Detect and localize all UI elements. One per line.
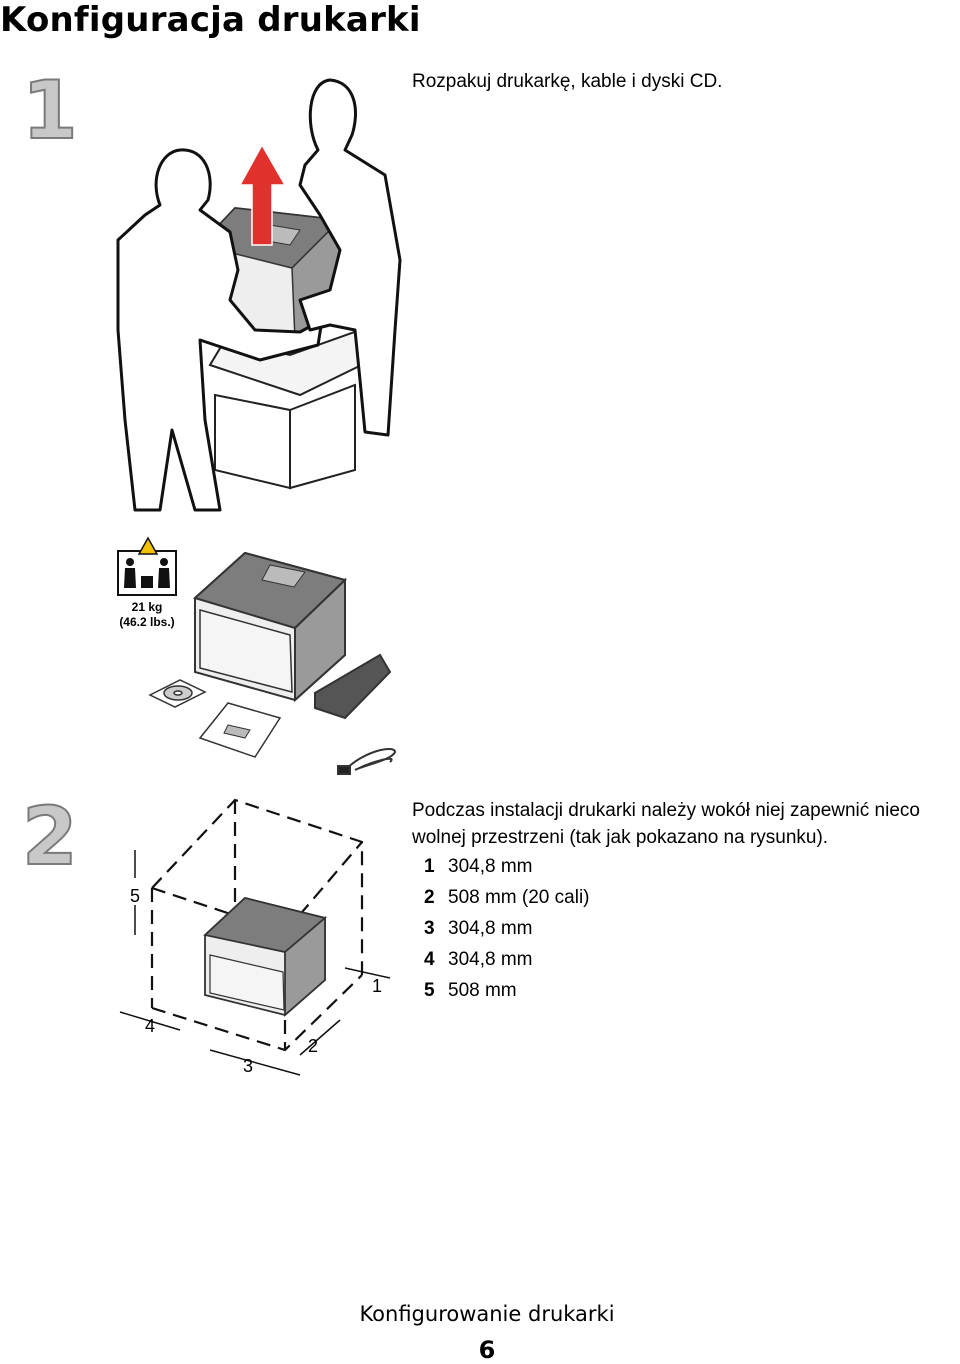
- setup-sheet-icon: [198, 702, 282, 758]
- shipping-box: [208, 328, 384, 490]
- dim-label-2: 2: [308, 1036, 318, 1056]
- step-number-1: 1: [21, 63, 79, 158]
- person-left: [116, 148, 324, 512]
- weight-kg: 21 kg: [131, 600, 163, 614]
- dim-label-4: 4: [145, 1016, 155, 1036]
- page-title: Konfiguracja drukarki: [0, 0, 421, 40]
- step-2-text: Podczas instalacji drukarki należy wokół…: [412, 800, 920, 848]
- printer-contents: [193, 551, 347, 703]
- dim-label-5: 5: [130, 886, 140, 906]
- step-1-text: Rozpakuj drukarkę, kable i dyski CD.: [412, 71, 723, 92]
- weight-lbs: (46.2 lbs.): [119, 615, 175, 629]
- step-number-2: 2: [21, 789, 79, 884]
- person-right: [298, 78, 402, 437]
- dim-label-1: 1: [372, 976, 382, 996]
- toner-box: [314, 653, 392, 720]
- power-cord-icon: [337, 748, 397, 775]
- cd-disc-icon: [148, 679, 207, 708]
- dim-label-3: 3: [243, 1056, 253, 1076]
- lift-arrow-icon: [238, 143, 287, 246]
- printer-clearance: [203, 897, 327, 1017]
- lift-warning-icon: [117, 536, 177, 596]
- dimension-lines: [119, 850, 391, 1076]
- page-number: 6: [478, 1336, 496, 1364]
- footer-section: Konfigurowanie drukarki: [359, 1302, 615, 1326]
